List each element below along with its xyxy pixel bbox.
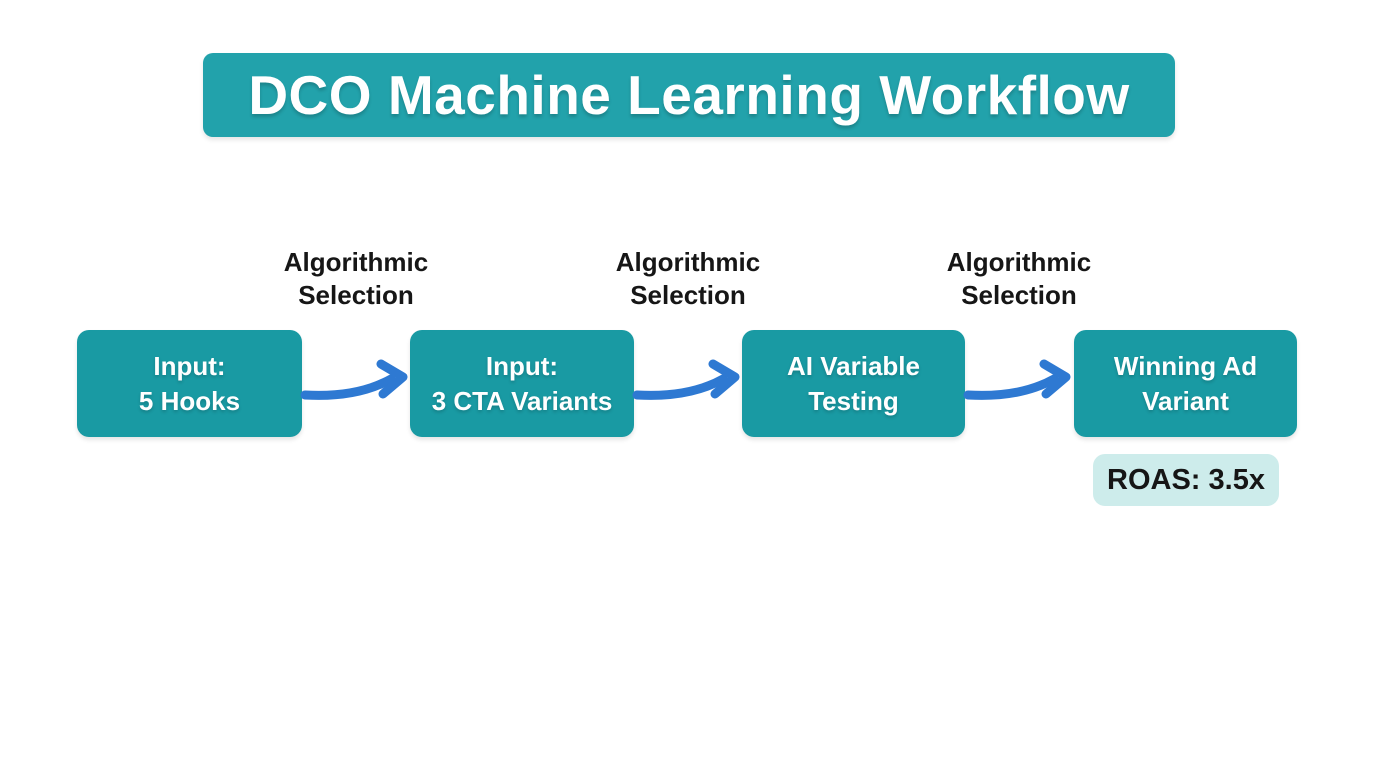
connector-label-algorithmic-selection-1: Algorithmic Selection: [236, 246, 476, 312]
step-label-line: Input:: [153, 350, 226, 381]
step-label-line: Variant: [1142, 385, 1229, 416]
roas-badge: ROAS: 3.5x: [1093, 454, 1279, 506]
step-label-line: Input:: [485, 350, 559, 381]
flow-arrow-icon: [300, 359, 408, 400]
step-label-line: 3 CTA Variants: [431, 385, 613, 416]
diagram-title: DCO Machine Learning Workflow: [248, 64, 1130, 126]
connector-label-line: Algorithmic: [283, 247, 429, 277]
step-label-line: 5 Hooks: [138, 385, 241, 416]
flow-arrow-icon: [632, 359, 740, 400]
connector-label-line: Selection: [298, 280, 414, 310]
workflow-step-ai-variable-testing: AI Variable Testing: [742, 330, 965, 437]
connector-label-algorithmic-selection-2: Algorithmic Selection: [568, 246, 808, 312]
workflow-step-input-cta-variants: Input: 3 CTA Variants: [410, 330, 634, 437]
diagram-title-banner: DCO Machine Learning Workflow: [203, 53, 1175, 137]
connector-label-algorithmic-selection-3: Algorithmic Selection: [899, 246, 1139, 312]
workflow-step-winning-ad-variant: Winning Ad Variant: [1074, 330, 1297, 437]
connector-label-line: Algorithmic: [615, 247, 761, 277]
step-label-line: Testing: [808, 385, 899, 416]
connector-label-line: Algorithmic: [946, 247, 1092, 277]
connector-label-line: Selection: [961, 280, 1077, 310]
step-label-line: Winning Ad: [1113, 350, 1258, 381]
workflow-step-input-hooks: Input: 5 Hooks: [77, 330, 302, 437]
connector-label-line: Selection: [630, 280, 746, 310]
roas-badge-label: ROAS: 3.5x: [1107, 463, 1265, 496]
flow-arrow-icon: [963, 359, 1071, 400]
step-label-line: AI Variable: [787, 350, 920, 381]
